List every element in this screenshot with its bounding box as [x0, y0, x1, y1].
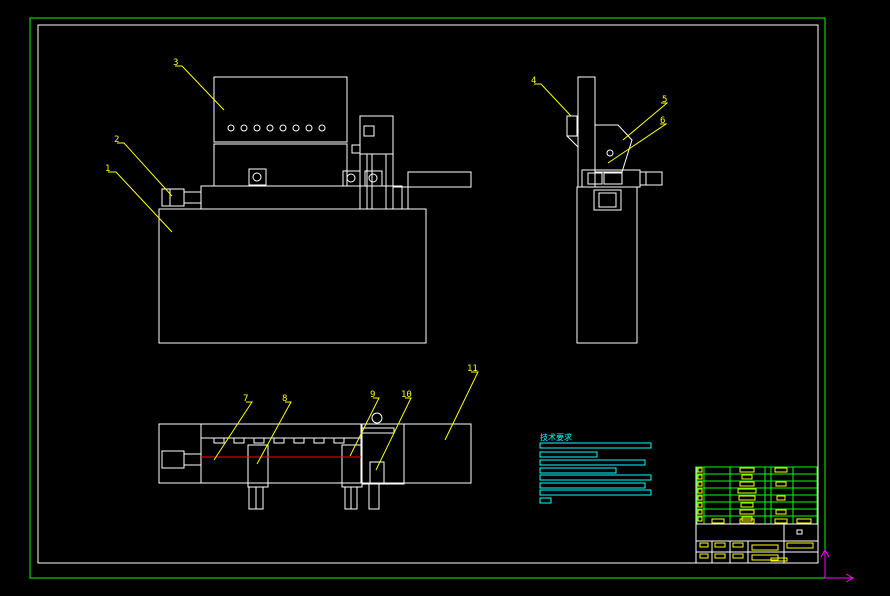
title-block	[695, 466, 819, 564]
plan-teeth	[213, 437, 345, 444]
inner-frame	[37, 24, 819, 564]
hopper-box	[213, 76, 348, 143]
feeder-arm	[407, 171, 472, 188]
plan-view	[158, 412, 472, 510]
callout-5: 5	[662, 95, 667, 105]
outer-frame	[29, 17, 826, 579]
blade-housing	[594, 124, 633, 173]
blade-hub	[606, 149, 614, 157]
callout-10: 10	[401, 390, 412, 400]
callout-9: 9	[370, 390, 375, 400]
hopper-holes	[227, 124, 326, 132]
callout-8: 8	[282, 394, 287, 404]
callout-1: 1	[105, 164, 110, 174]
side-view	[566, 76, 663, 344]
callout-leaders	[108, 65, 669, 471]
callout-6: 6	[660, 116, 665, 126]
callout-11: 11	[467, 364, 478, 374]
callout-7: 7	[243, 394, 248, 404]
hopper-support	[213, 143, 348, 187]
front-view	[158, 76, 472, 344]
callout-2: 2	[114, 135, 119, 145]
plan-base	[158, 423, 472, 484]
callout-3: 3	[173, 58, 178, 68]
notes-lines	[539, 442, 652, 504]
callout-4: 4	[531, 76, 536, 86]
notes-heading: 技术要求	[540, 432, 572, 442]
motor-left	[161, 188, 185, 207]
base-cabinet	[158, 208, 427, 344]
ucs-axis-icon	[820, 548, 855, 583]
column	[359, 115, 394, 210]
